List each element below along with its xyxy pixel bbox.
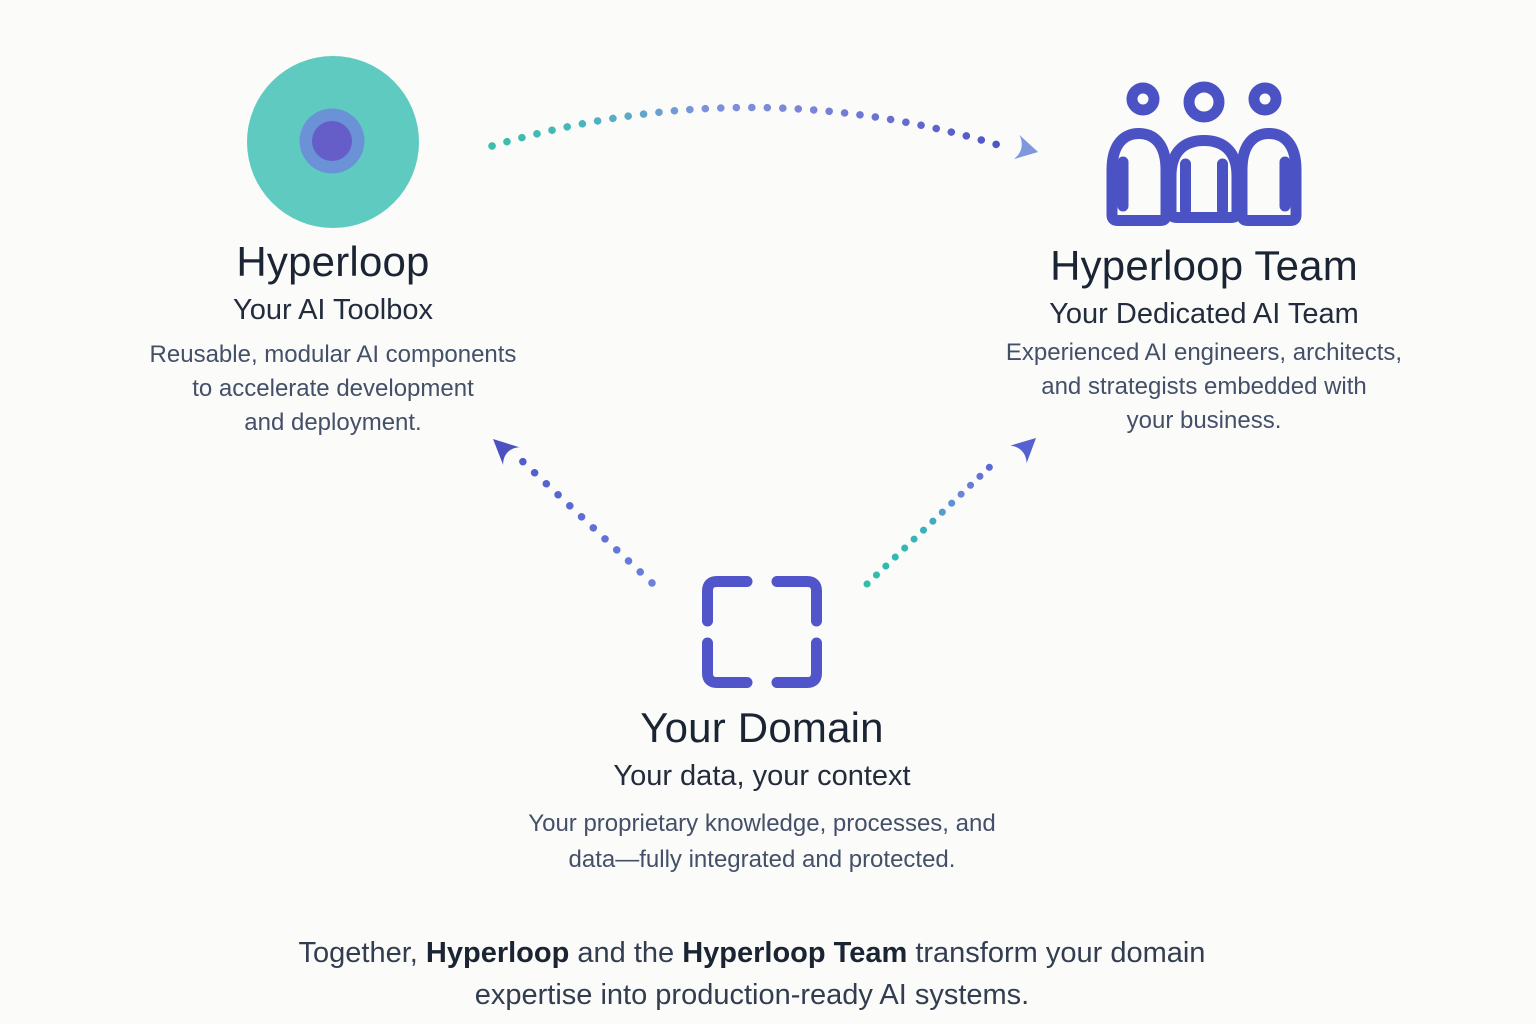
node-description: Experienced AI engineers, architects, an… [1005, 339, 1403, 434]
brand-name: Hyperloop [425, 937, 570, 969]
arrow-domain-to-toolbox [493, 439, 656, 587]
node-subtitle: Your AI Toolbox [233, 294, 433, 326]
node-title: Your Domain [640, 704, 884, 751]
arrowhead-up-right-icon [1010, 438, 1036, 464]
node-your-domain: Your Domain Your data, your context Your… [482, 576, 1042, 878]
node-description: Reusable, modular AI components to accel… [149, 341, 517, 436]
arrow-toolbox-to-team [488, 103, 1038, 160]
selection-brackets-icon [702, 576, 822, 688]
node-hyperloop-toolbox: Hyperloop Your AI Toolbox Reusable, modu… [73, 56, 593, 440]
node-hyperloop-team: Hyperloop Team Your Dedicated AI Team Ex… [944, 78, 1464, 438]
arrowhead-up-left-icon [493, 439, 520, 465]
node-description: Your proprietary knowledge, processes, a… [528, 810, 996, 873]
summary-text: Together, Hyperloop and the Hyperloop Te… [298, 937, 1206, 1011]
node-subtitle: Your Dedicated AI Team [1049, 298, 1359, 330]
concentric-circles-icon [247, 56, 419, 228]
team-icon [1106, 81, 1302, 226]
arrow-domain-to-team [863, 438, 1036, 588]
node-subtitle: Your data, your context [613, 760, 911, 792]
brand-team-name: Hyperloop Team [682, 937, 908, 969]
node-title: Hyperloop Team [1050, 242, 1358, 289]
node-title: Hyperloop [236, 238, 430, 285]
arrowhead-right-icon [1013, 134, 1038, 160]
